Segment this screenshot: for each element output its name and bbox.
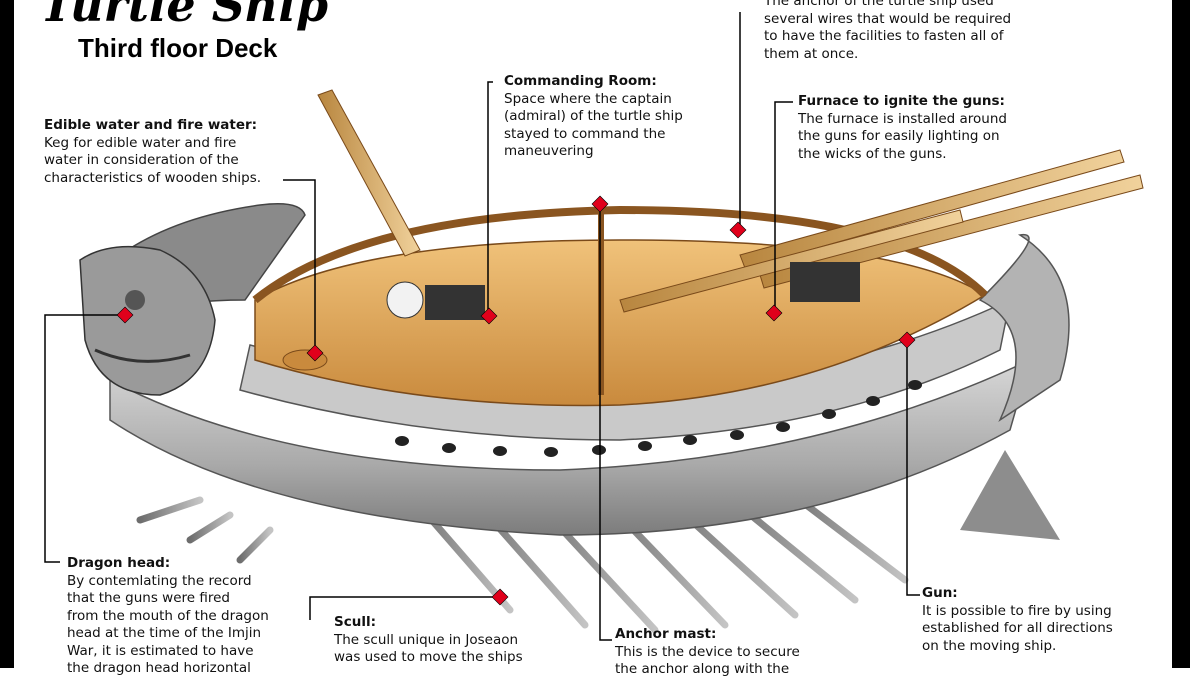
anchor-wires-annotation: The anchor of the turtle ship used sever… [764, 0, 1011, 63]
furnace-annotation: Furnace to ignite the guns: The furnace … [798, 93, 1007, 163]
commanding-room-body: Space where the captain (admiral) of the… [504, 90, 683, 160]
edible-water-annotation: Edible water and fire water: Keg for edi… [44, 117, 261, 187]
masts [317, 89, 1144, 395]
page-title: Turtle Ship [40, 0, 328, 32]
hull-side-shell [978, 233, 1070, 423]
furnace-body: The furnace is installed around the guns… [798, 110, 1007, 162]
gun-heading: Gun: [922, 585, 958, 601]
drum [386, 281, 424, 319]
rudder [960, 450, 1060, 540]
furnace-rack [790, 262, 860, 302]
anchor-mast-body: This is the device to secure the anchor … [615, 643, 800, 678]
anchor-mast-heading: Anchor mast: [615, 626, 717, 642]
dragon-head-heading: Dragon head: [67, 555, 171, 571]
page-subtitle: Third floor Deck [78, 33, 278, 63]
left-border [0, 0, 14, 668]
gun-ports [395, 380, 922, 457]
scull-heading: Scull: [334, 614, 376, 630]
commanding-room-heading: Commanding Room: [504, 73, 657, 89]
furnace-heading: Furnace to ignite the guns: [798, 93, 1005, 109]
gun-rack [425, 285, 485, 320]
gun-annotation: Gun: It is possible to fire by using est… [922, 585, 1113, 655]
right-border [1172, 0, 1190, 668]
edible-water-heading: Edible water and fire water: [44, 117, 258, 133]
edible-water-body: Keg for edible water and fire water in c… [44, 134, 262, 186]
scull-annotation: Scull: The scull unique in Joseaon was u… [334, 614, 523, 667]
leader-lines [44, 12, 920, 641]
commanding-room-annotation: Commanding Room: Space where the captain… [504, 73, 683, 161]
deck-rail [252, 205, 988, 304]
dragon-head-figure [79, 245, 216, 396]
scull-body: The scull unique in Joseaon was used to … [334, 631, 523, 666]
gun-body: It is possible to fire by using establis… [922, 602, 1113, 654]
anchor-wires-body: The anchor of the turtle ship used sever… [764, 0, 1012, 62]
dragon-head-annotation: Dragon head: By contemlating the record … [67, 555, 269, 678]
markers [116, 195, 916, 606]
anchor-mast-annotation: Anchor mast: This is the device to secur… [615, 626, 800, 679]
dragon-head-body: By contemlating the record that the guns… [67, 572, 269, 677]
